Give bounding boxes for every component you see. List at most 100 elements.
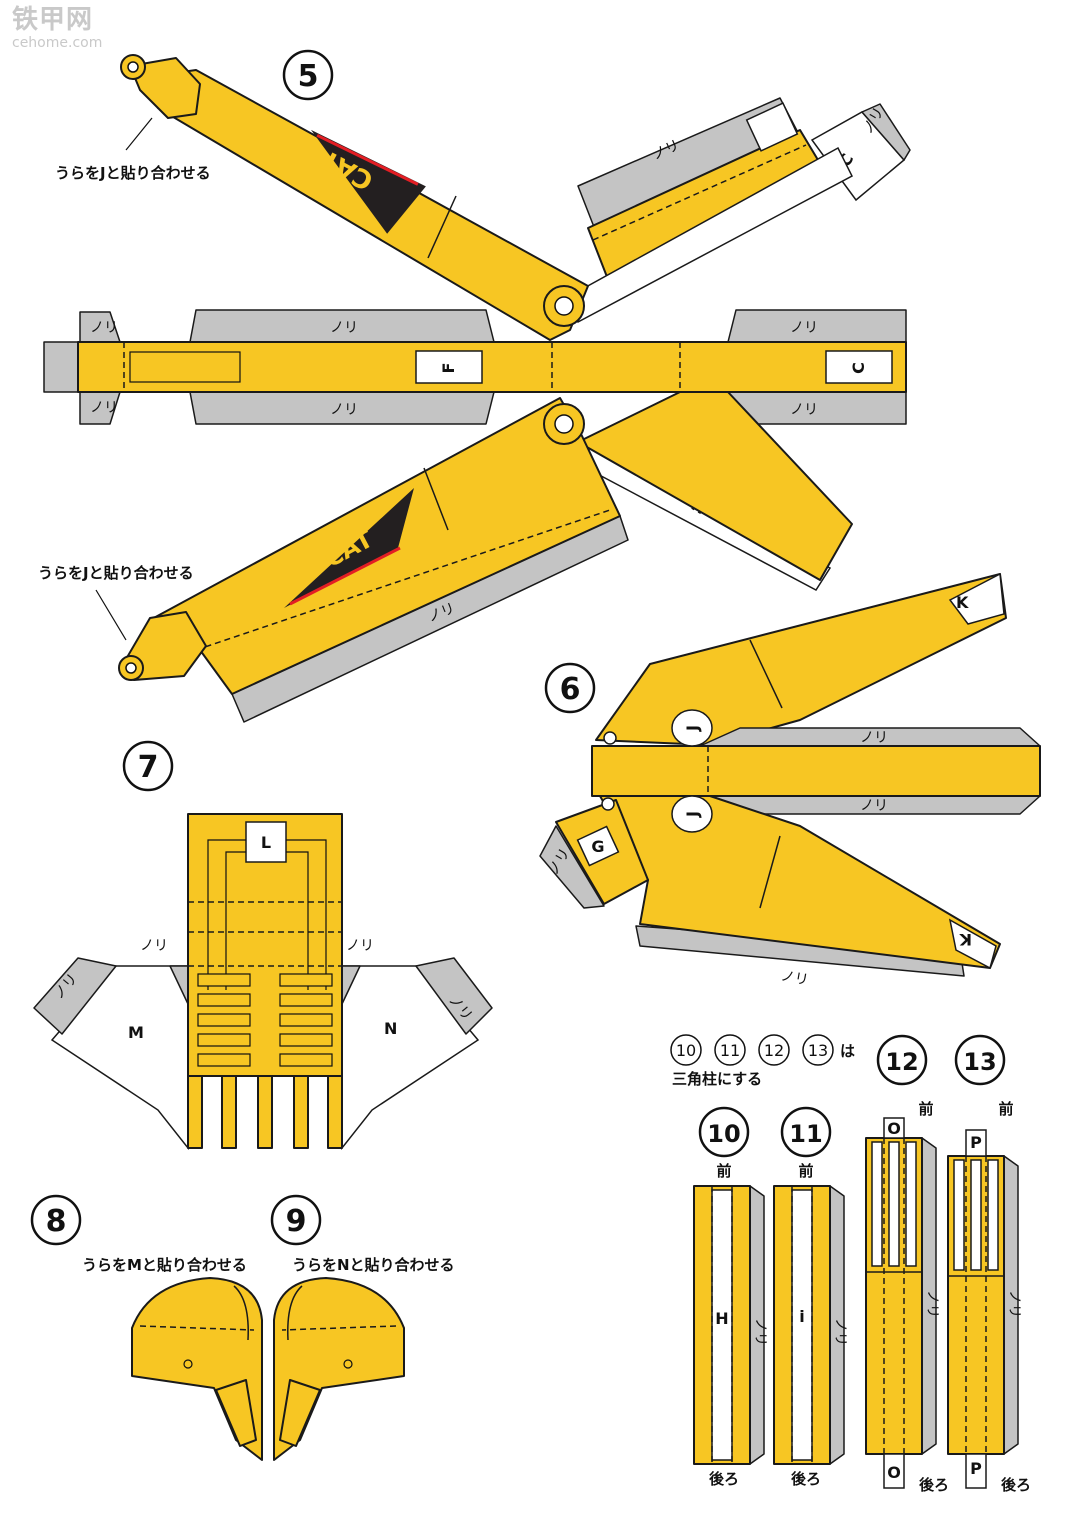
glue-tab (861, 103, 911, 161)
plate (197, 1013, 251, 1027)
tooth (221, 1075, 237, 1149)
leader-line (125, 117, 153, 151)
label-front-12: 前 (918, 1100, 933, 1118)
glue-label: ノリ (330, 320, 358, 336)
small-number-10: 10 (676, 1041, 696, 1060)
small-circle-12 (758, 1034, 790, 1066)
logo-stripe (289, 546, 401, 606)
fold-line (281, 1325, 397, 1331)
note-triangular: 三角柱にする (672, 1070, 762, 1088)
small-circle-11 (714, 1034, 746, 1066)
glue-label: ノリ (790, 402, 818, 418)
label-tab-g (576, 825, 620, 867)
label-tab-o-bottom (883, 1453, 905, 1489)
tooth (257, 1075, 273, 1149)
tooth (327, 1075, 343, 1149)
pivot-hole (554, 296, 574, 316)
letter-c-middle: C (849, 362, 868, 374)
slot (905, 1141, 917, 1267)
part-7: 7 M ノリ ノリ N ノリ ノリ L (33, 740, 493, 1151)
small-number-12: 12 (764, 1041, 784, 1060)
glue-label: ノリ (90, 320, 118, 336)
boom-base-beam (77, 341, 907, 393)
panel-line (233, 1285, 249, 1341)
slot (970, 1159, 982, 1271)
bucket-tooth-8 (215, 1379, 257, 1447)
label-front-10: 前 (716, 1162, 731, 1180)
note-back-to-j-upper: うらをJと貼り合わせる (55, 164, 211, 182)
pin-hole (183, 1359, 193, 1369)
bucket-plates-left (197, 973, 251, 1067)
letter-m: M (128, 1023, 144, 1042)
step-12-number: 12 (885, 1048, 918, 1076)
logo-stripe (316, 133, 419, 186)
glue-tab (43, 341, 79, 393)
glue-tab (415, 957, 493, 1035)
step-10-circle (698, 1106, 750, 1158)
step-6-circle (544, 662, 596, 714)
glue-label: ノリ (779, 968, 809, 989)
step-8-number: 8 (46, 1204, 67, 1239)
fold-line (139, 1325, 255, 1331)
rod-white-11 (791, 1189, 813, 1461)
note-back-to-j-lower: うらをJと貼り合わせる (38, 564, 194, 582)
bucket-tooth-9 (279, 1379, 321, 1447)
label-tab-k-lower (948, 918, 997, 970)
tooth (293, 1075, 309, 1149)
label-rear-13: 後ろ (1000, 1476, 1031, 1494)
step-11-circle (780, 1106, 832, 1158)
glue-tab (539, 825, 605, 909)
stick-upper-arm (595, 573, 1007, 746)
part-12: 12 前 O O ノリ 後ろ (865, 1034, 949, 1494)
glue-label: ノリ (346, 938, 374, 954)
plate (279, 993, 333, 1007)
step-13-circle (954, 1034, 1006, 1086)
letter-j-upper: J (683, 725, 702, 732)
part-5: 5 C ノリ ノリ CAT うらをJと貼り合わせる (38, 49, 911, 723)
panel-line (427, 195, 457, 259)
step-5-circle (282, 49, 334, 101)
glue-label: ノリ (860, 798, 888, 814)
step-11-number: 11 (789, 1120, 822, 1148)
letter-h: H (715, 1309, 728, 1328)
small-number-11: 11 (720, 1041, 740, 1060)
letter-k-upper: K (956, 593, 969, 612)
cylinder-detail (745, 102, 799, 152)
letter-k-lower: K (959, 930, 972, 949)
logo-swoosh (284, 488, 414, 608)
note-suffix: は (840, 1042, 855, 1060)
cylinder-detail (129, 351, 241, 383)
label-tab-l (245, 821, 287, 863)
note-back-to-m: うらをMと貼り合わせる (82, 1256, 247, 1274)
panel-line (759, 835, 781, 909)
pin-hole (343, 1359, 353, 1369)
panel-line (423, 467, 449, 531)
letter-i: i (799, 1307, 804, 1326)
label-tab-p-bottom (965, 1453, 987, 1489)
pin-hole (127, 61, 139, 73)
step-8-circle (30, 1194, 82, 1246)
letter-j-lower: J (683, 811, 702, 818)
small-circle-10 (670, 1034, 702, 1066)
small-circle-13 (802, 1034, 834, 1066)
label-front-13: 前 (998, 1100, 1013, 1118)
step-5-number: 5 (298, 59, 319, 94)
letter-f: F (439, 363, 458, 374)
label-front-11: 前 (798, 1162, 813, 1180)
plate (279, 1013, 333, 1027)
rod-white-10 (711, 1189, 733, 1461)
panel-line (749, 639, 783, 709)
plate (279, 1033, 333, 1047)
letter-o-top: O (887, 1119, 901, 1138)
glue-label: ノリ (832, 1318, 848, 1346)
panel-line (287, 1285, 303, 1341)
letter-p-bottom: P (970, 1459, 982, 1478)
step-7-circle (122, 740, 174, 792)
glue-tab (33, 957, 117, 1035)
letter-l: L (261, 833, 271, 852)
glue-label: ノリ (90, 400, 118, 416)
step-12-circle (876, 1034, 928, 1086)
step-6-number: 6 (560, 672, 581, 707)
pin-hole (603, 731, 617, 745)
plate (197, 973, 251, 987)
